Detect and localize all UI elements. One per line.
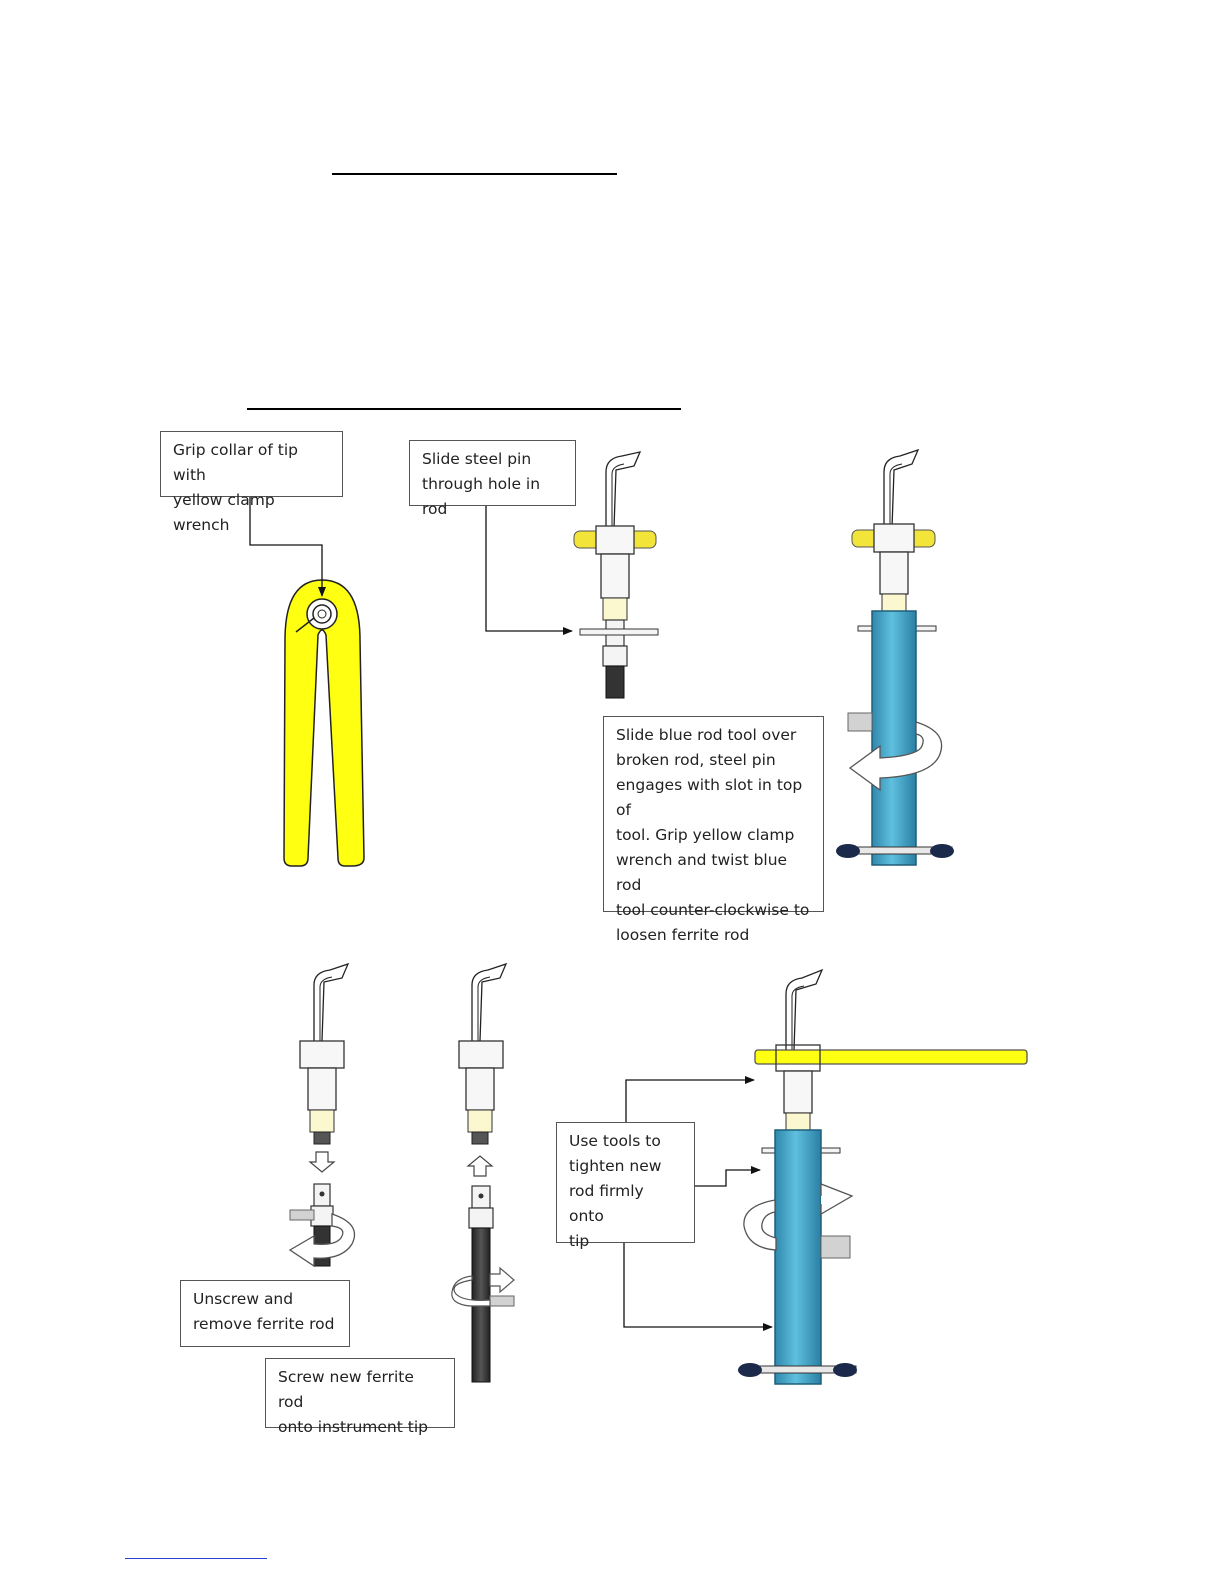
use-tools-arrow-wrench — [625, 1076, 755, 1122]
use-tools-arrow-blue-tool — [623, 1243, 773, 1331]
callout-slide-blue-tool: Slide blue rod tool over broken rod, ste… — [603, 716, 824, 944]
callout-slide-pin: Slide steel pin through hole in rod — [409, 440, 576, 518]
instrument-tip-with-pin — [573, 451, 659, 699]
pin-connector-arrow — [485, 506, 573, 635]
yellow-clamp-wrench — [283, 579, 365, 867]
callout-screw-new: Screw new ferrite rod onto instrument ti… — [265, 1358, 455, 1436]
use-tools-arrow-pin — [694, 1166, 761, 1187]
callout-grip-collar: Grip collar of tip with yellow clamp wre… — [160, 431, 343, 534]
instrument-screw-new — [451, 962, 515, 1383]
instrument-unscrew — [288, 962, 356, 1268]
heading-underline-2 — [247, 408, 681, 410]
instrument-tighten-assembly — [738, 968, 1028, 1385]
footer-link-underline[interactable] — [125, 1558, 267, 1559]
blue-rod-tool-assembly — [836, 448, 954, 866]
grip-connector-arrow — [249, 497, 326, 597]
callout-use-tools: Use tools to tighten new rod firmly onto… — [556, 1122, 695, 1250]
callout-unscrew: Unscrew and remove ferrite rod — [180, 1280, 350, 1347]
heading-underline-1 — [332, 173, 617, 175]
